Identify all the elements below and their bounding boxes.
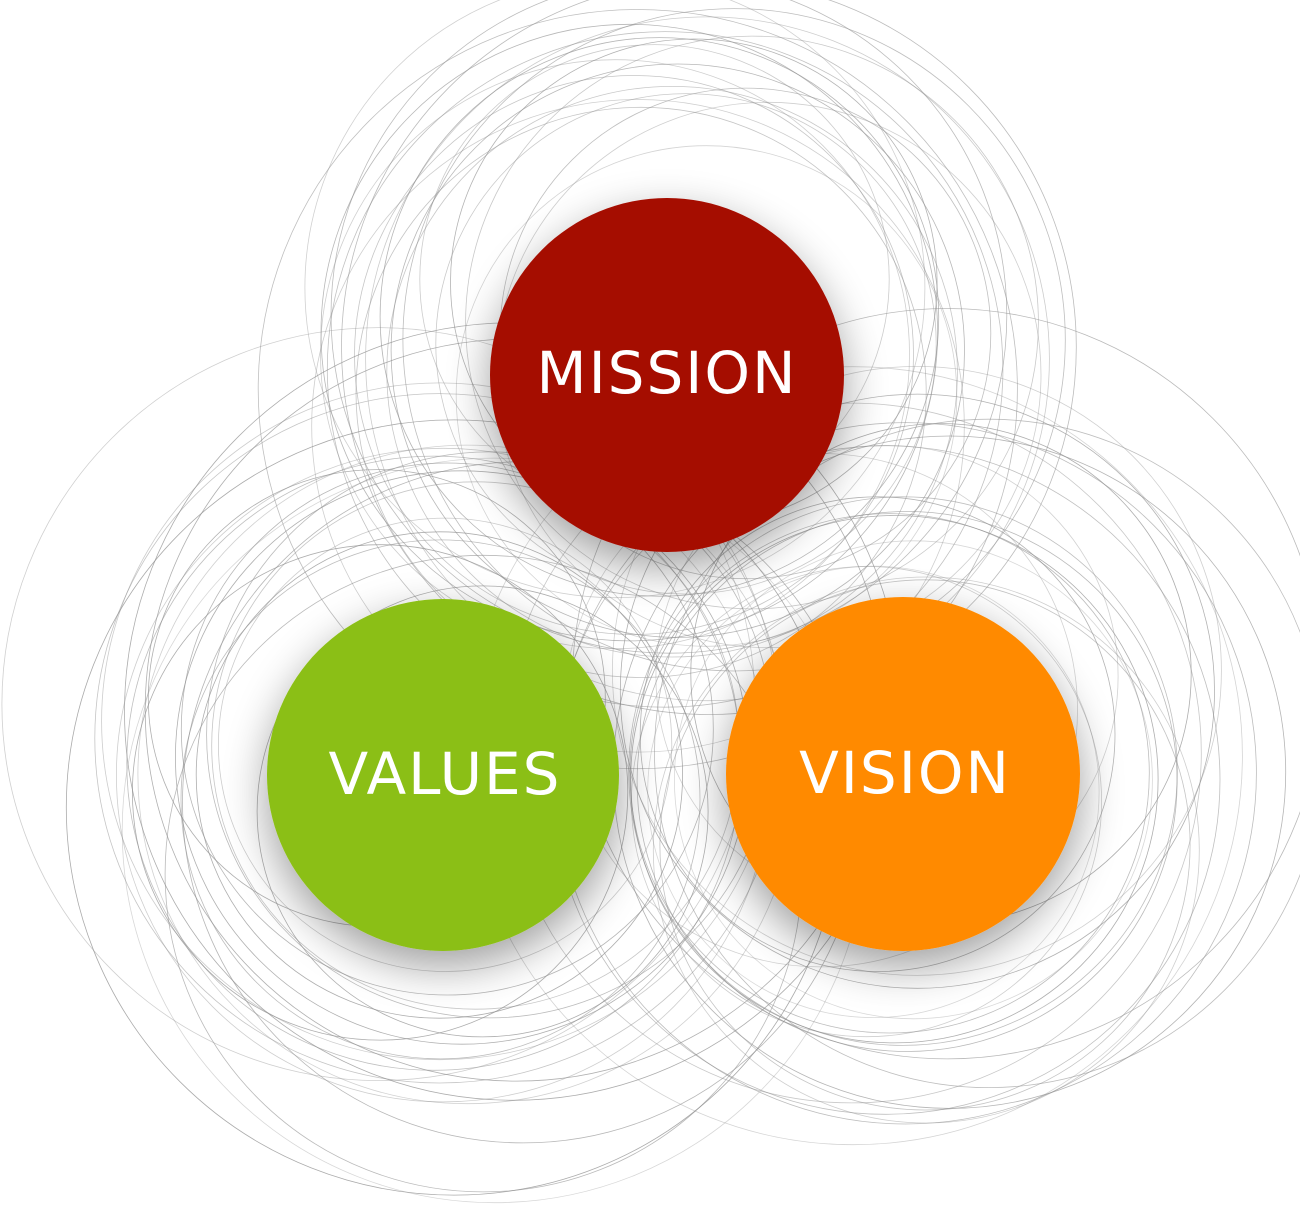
decorative-ring xyxy=(628,496,1178,1046)
decorative-ring xyxy=(647,565,1100,1019)
decorative-ring xyxy=(311,99,965,753)
decorative-ring xyxy=(654,418,1300,1088)
decorative-ring xyxy=(379,37,940,597)
node-mission: MISSION xyxy=(490,198,844,552)
decorative-ring xyxy=(674,540,1153,1020)
decorative-ring xyxy=(639,496,1116,973)
decorative-ring xyxy=(180,462,714,996)
decorative-ring xyxy=(619,393,1215,989)
node-values: VALUES xyxy=(267,599,619,951)
decorative-ring xyxy=(320,59,910,650)
decorative-ring xyxy=(330,0,1008,654)
decorative-ring xyxy=(652,576,1200,1124)
mission-circle xyxy=(490,198,844,552)
decorative-ring xyxy=(386,86,958,658)
decorative-ring xyxy=(365,16,1050,702)
decorative-ring xyxy=(630,515,1159,1044)
decorative-ring xyxy=(402,8,1066,672)
values-label: VALUES xyxy=(329,740,562,808)
decorative-ring xyxy=(132,544,629,1041)
node-vision: VISION xyxy=(726,597,1080,951)
mission-label: MISSION xyxy=(537,339,798,407)
decorative-ring xyxy=(612,366,1222,976)
decorative-ring xyxy=(180,539,701,1060)
decorative-ring xyxy=(629,513,1150,1034)
decorative-ring xyxy=(341,0,1077,715)
decorative-ring xyxy=(659,579,1191,1111)
vision-label: VISION xyxy=(799,739,1011,807)
decorative-ring xyxy=(304,0,926,599)
decorative-ring xyxy=(256,585,709,1038)
vision-circle xyxy=(726,597,1080,951)
values-circle xyxy=(267,599,619,951)
decorative-ring xyxy=(257,9,1018,770)
decorative-ring xyxy=(465,35,1039,610)
decorative-ring xyxy=(195,531,683,1019)
decorative-ring xyxy=(218,517,673,972)
decorative-ring xyxy=(354,75,914,635)
decorative-ring xyxy=(355,106,927,678)
decorative-ring xyxy=(326,31,1004,708)
decorative-ring xyxy=(320,23,938,642)
decorative-ring xyxy=(636,511,1178,1052)
